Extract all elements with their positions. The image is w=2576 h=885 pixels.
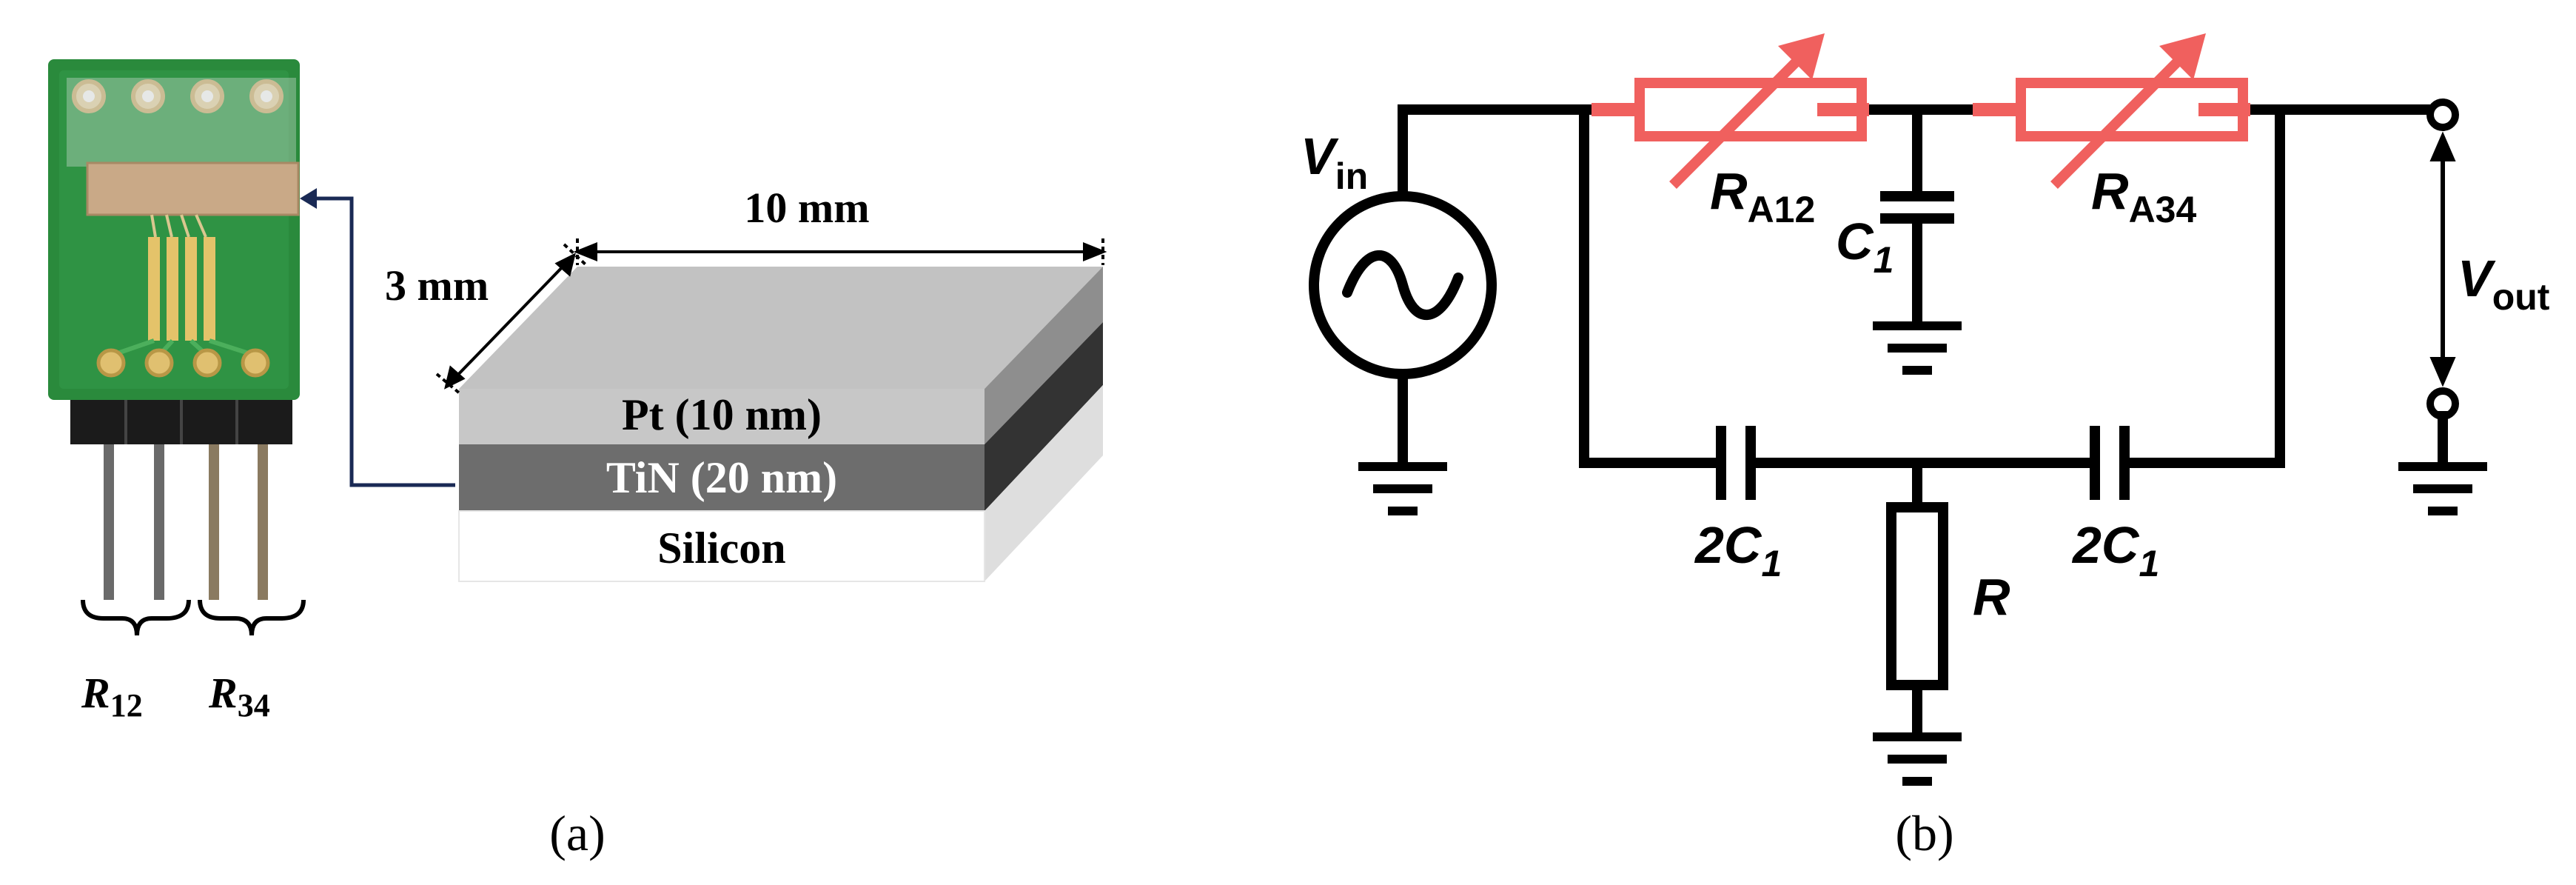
panel-a: R12 R34 Pt (10 nm) TiN (20 nm) Silicon bbox=[48, 59, 1107, 861]
header-dividers bbox=[124, 400, 238, 444]
dimension-width-label: 10 mm bbox=[744, 184, 869, 232]
layer-pt-label: Pt (10 nm) bbox=[622, 390, 822, 439]
pcb-top-holes bbox=[72, 79, 284, 113]
chip bbox=[86, 161, 300, 216]
variable-resistor-ra34 bbox=[1973, 33, 2250, 189]
layer-tin bbox=[459, 444, 985, 511]
vin-source bbox=[1309, 191, 1497, 379]
bond-wires bbox=[150, 214, 207, 238]
dimension-width bbox=[573, 238, 1107, 265]
panel-b: Vin RA12 bbox=[1301, 33, 2550, 861]
c1-label: C1 bbox=[1836, 213, 1894, 281]
vout-terminal-top bbox=[2426, 98, 2459, 131]
label-r34: R34 bbox=[208, 669, 270, 724]
pointer-arrowhead bbox=[300, 188, 317, 209]
vin-label: Vin bbox=[1301, 127, 1368, 197]
ground-r bbox=[1873, 732, 1962, 786]
bracket-r34 bbox=[198, 599, 306, 636]
layer-stack: Pt (10 nm) TiN (20 nm) Silicon bbox=[458, 267, 1103, 582]
ra12-label: RA12 bbox=[1710, 162, 1815, 230]
resistor-r bbox=[1886, 502, 1948, 690]
layer-silicon-label: Silicon bbox=[657, 524, 785, 572]
ra34-label: RA34 bbox=[2091, 162, 2196, 230]
stack-side-si bbox=[985, 385, 1103, 581]
capacitor-c1 bbox=[1880, 191, 1954, 224]
pcb-shadow bbox=[59, 70, 289, 389]
r-label: R bbox=[1973, 568, 2010, 626]
caption-b: (b) bbox=[1895, 805, 1953, 861]
ground-vin bbox=[1358, 462, 1447, 515]
c2-left-label: 2C1 bbox=[1694, 516, 1782, 584]
pcb-traces bbox=[148, 237, 215, 341]
label-r12: R12 bbox=[81, 669, 143, 724]
circuit-wires bbox=[1398, 104, 2437, 735]
caption-a: (a) bbox=[549, 805, 605, 861]
dimension-depth-label: 3 mm bbox=[385, 261, 489, 310]
stack-side-pt bbox=[985, 267, 1103, 444]
vout-arrow bbox=[2429, 131, 2456, 387]
pointer-arrow bbox=[311, 196, 455, 487]
stack-side-tin bbox=[985, 322, 1103, 511]
bracket-r12 bbox=[81, 599, 191, 636]
pcb-photo bbox=[48, 59, 300, 600]
c2-right-label: 2C1 bbox=[2071, 516, 2159, 584]
pins bbox=[104, 444, 268, 600]
pin-brackets bbox=[81, 599, 306, 636]
ground-vout bbox=[2398, 462, 2487, 515]
stack-top-face bbox=[459, 267, 1103, 389]
pcb-pads bbox=[96, 348, 270, 378]
tape bbox=[67, 78, 296, 167]
capacitor-2c1-right bbox=[2090, 426, 2130, 500]
layer-pt bbox=[459, 389, 985, 444]
layer-tin-label: TiN (20 nm) bbox=[606, 453, 837, 502]
capacitor-2c1-left bbox=[1716, 426, 1756, 500]
vout-label: Vout bbox=[2458, 250, 2550, 318]
ground-c1 bbox=[1873, 321, 1962, 375]
sine-icon bbox=[1342, 250, 1463, 320]
layer-silicon bbox=[458, 510, 985, 582]
dimension-depth bbox=[435, 243, 588, 395]
variable-resistor-ra12 bbox=[1591, 33, 1869, 189]
